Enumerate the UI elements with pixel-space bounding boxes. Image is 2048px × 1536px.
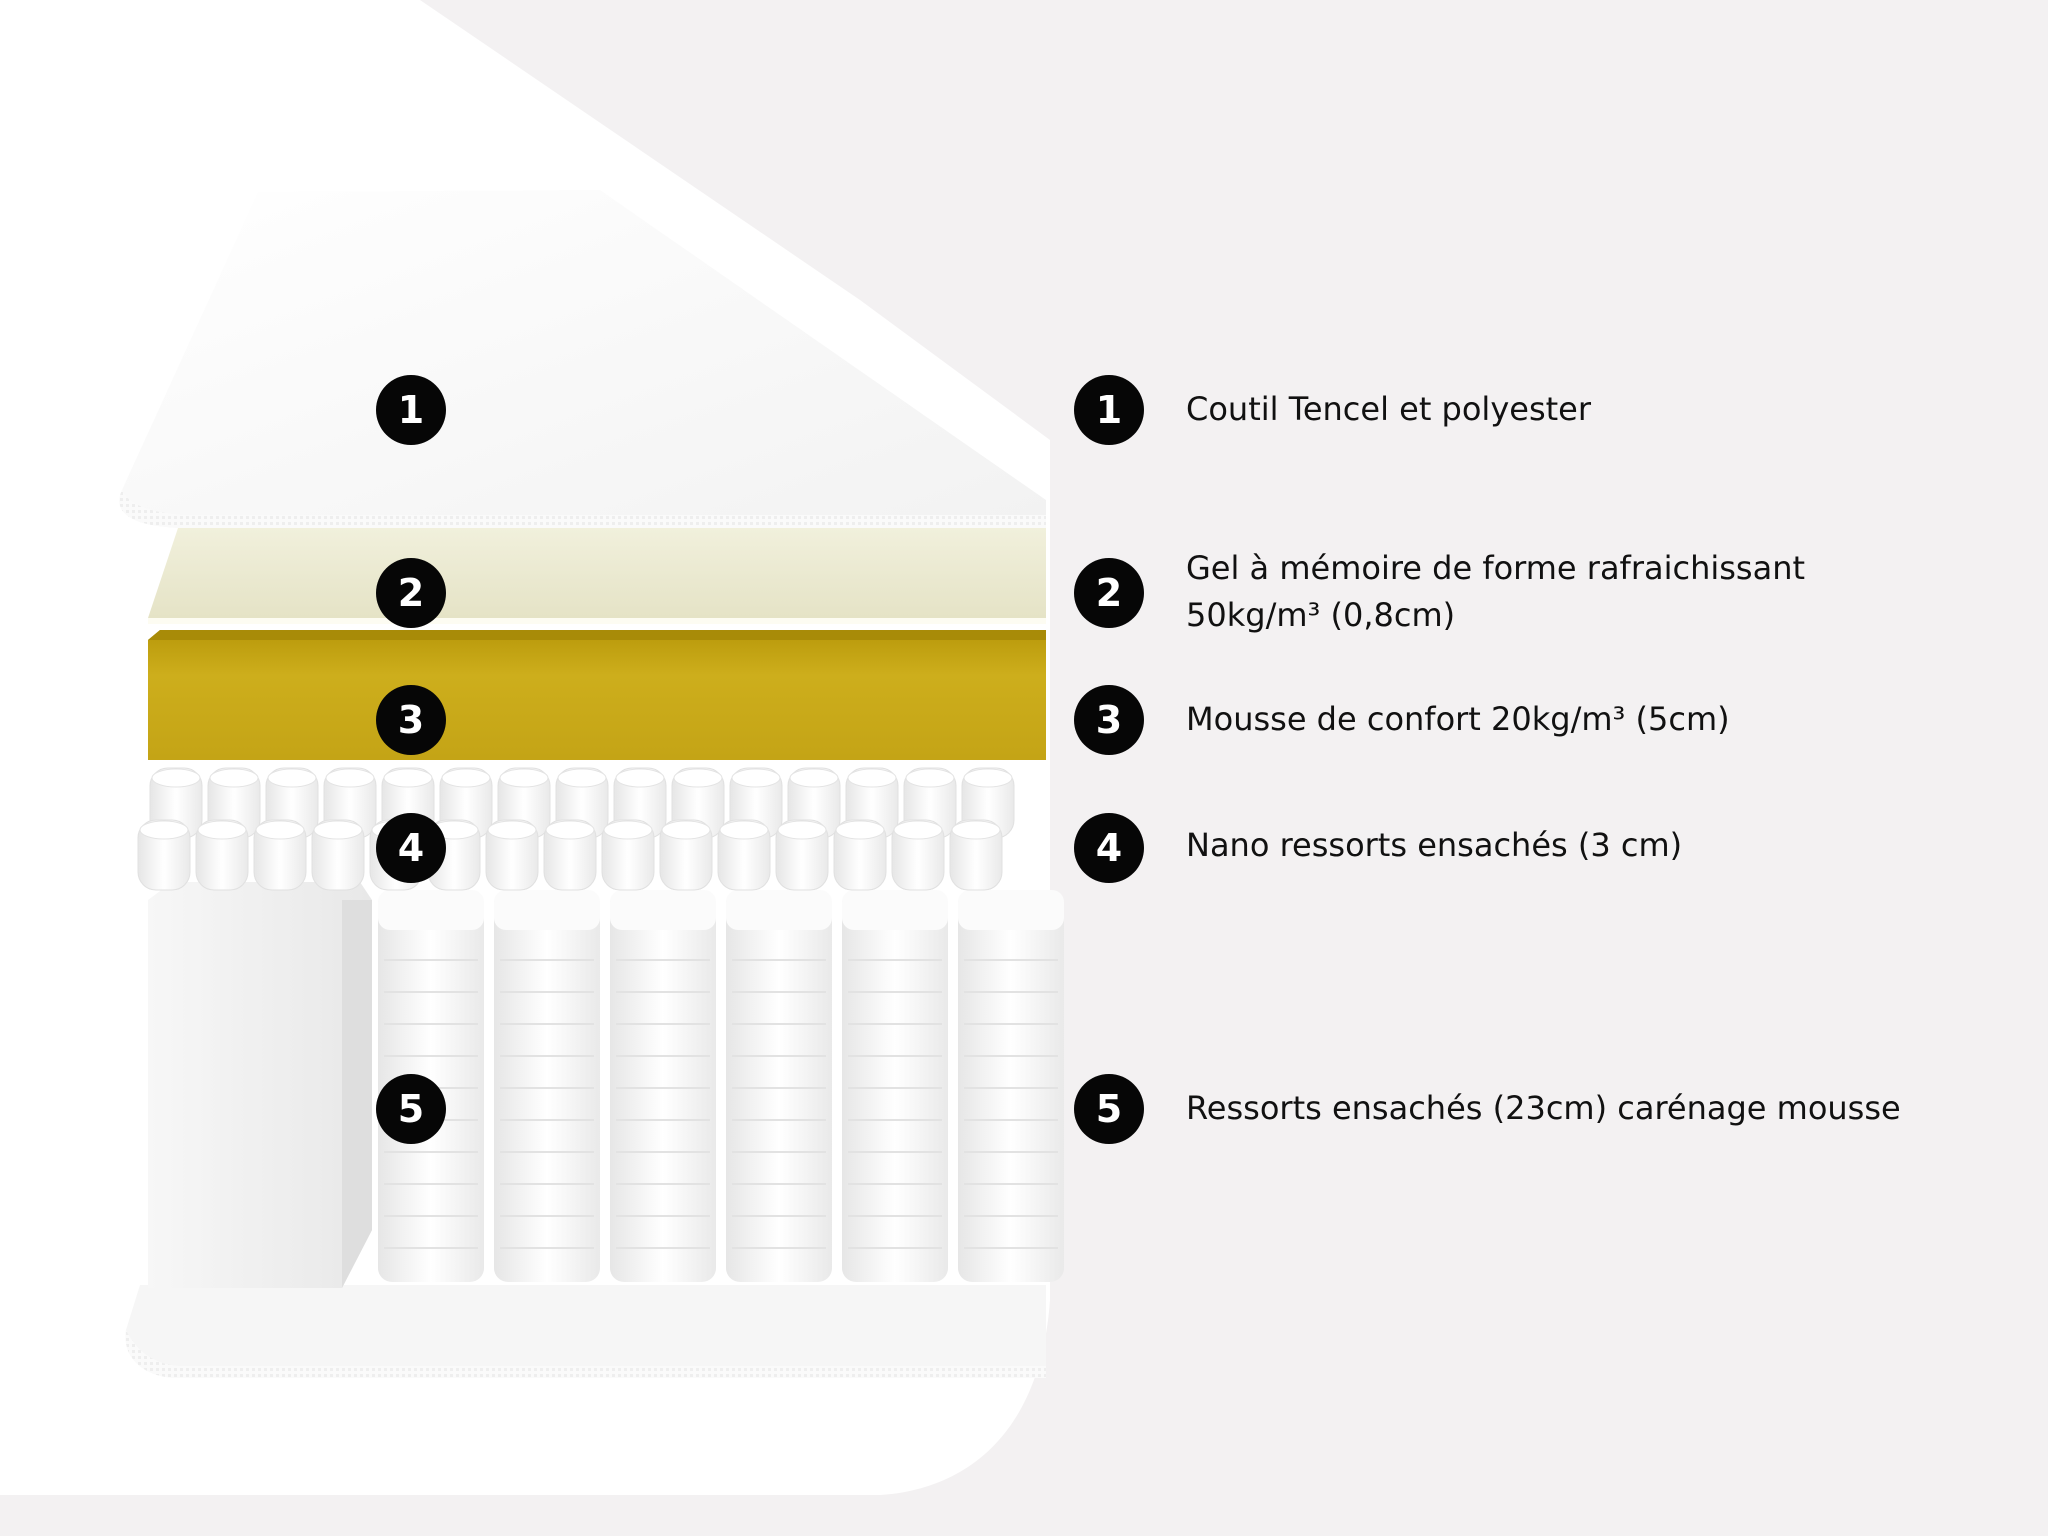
nano-spring xyxy=(776,820,828,890)
legend-badge-4: 4 xyxy=(1074,813,1144,883)
mattress-badge-3: 3 xyxy=(376,685,446,755)
nano-spring xyxy=(660,820,712,890)
legend-label-1: Coutil Tencel et polyester xyxy=(1186,386,1591,433)
pocket-springs-group xyxy=(378,890,1064,1282)
comfort-foam-layer xyxy=(148,630,1046,760)
pocket-spring xyxy=(610,890,716,1282)
legend-label-2-line2: 50kg/m³ (0,8cm) xyxy=(1186,592,1455,639)
nano-spring xyxy=(544,820,596,890)
mattress-badge-2: 2 xyxy=(376,558,446,628)
legend-label-5: Ressorts ensachés (23cm) carénage mousse xyxy=(1186,1085,1901,1132)
gel-memory-foam-layer xyxy=(148,528,1046,624)
side-foam-casing xyxy=(148,882,372,1288)
legend-badge-2: 2 xyxy=(1074,558,1144,628)
mattress-badge-5: 5 xyxy=(376,1074,446,1144)
pocket-spring xyxy=(958,890,1064,1282)
pocket-spring xyxy=(842,890,948,1282)
mattress-badge-4: 4 xyxy=(376,813,446,883)
nano-spring xyxy=(138,820,190,890)
legend-label-3: Mousse de confort 20kg/m³ (5cm) xyxy=(1186,696,1730,743)
pocket-spring xyxy=(726,890,832,1282)
mattress-badge-1: 1 xyxy=(376,375,446,445)
bottom-cover xyxy=(125,1285,1046,1378)
nano-spring xyxy=(950,820,1002,890)
nano-spring xyxy=(312,820,364,890)
legend-badge-1: 1 xyxy=(1074,375,1144,445)
pocket-spring xyxy=(494,890,600,1282)
nano-spring xyxy=(486,820,538,890)
top-cover xyxy=(119,190,1046,528)
nano-springs-group xyxy=(138,768,1014,890)
nano-spring xyxy=(254,820,306,890)
legend-label-2: Gel à mémoire de forme rafraichissant xyxy=(1186,545,1805,592)
nano-spring xyxy=(602,820,654,890)
legend-badge-3: 3 xyxy=(1074,685,1144,755)
nano-spring xyxy=(196,820,248,890)
legend-badge-5: 5 xyxy=(1074,1074,1144,1144)
nano-spring xyxy=(892,820,944,890)
nano-spring xyxy=(718,820,770,890)
legend-label-4: Nano ressorts ensachés (3 cm) xyxy=(1186,822,1682,869)
nano-spring xyxy=(834,820,886,890)
